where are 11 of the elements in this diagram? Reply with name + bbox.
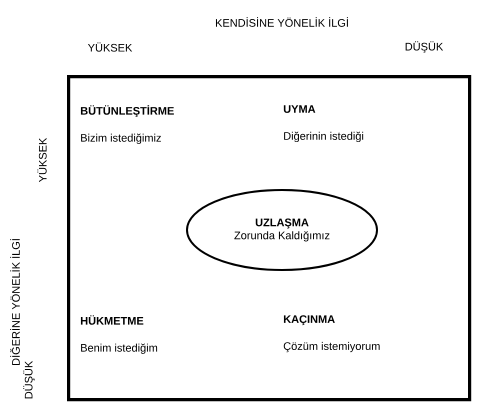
quadrant-frame [67,75,472,402]
quadrant-text: HÜKMETME Benim istediğim [80,315,158,354]
quadrant-text: BÜTÜNLEŞTİRME Bizim istediğimiz [80,105,174,144]
axis-title: DİĞERİNE YÖNELİK İLGİ [10,239,20,365]
quadrant-text: UYMA Diğerinin istediği [284,105,364,142]
quadrant-text: KAÇINMA Çözüm istemiyorum [284,315,380,352]
axis-level-label: YÜKSEK [37,138,47,182]
axis-level-label: YÜKSEK [88,42,132,52]
axis-title: KENDİSİNE YÖNELİK İLGİ [216,17,348,27]
axis-level-label: DÜŞÜK [406,41,444,53]
axis-level-label: DÜŞÜK [23,360,35,398]
